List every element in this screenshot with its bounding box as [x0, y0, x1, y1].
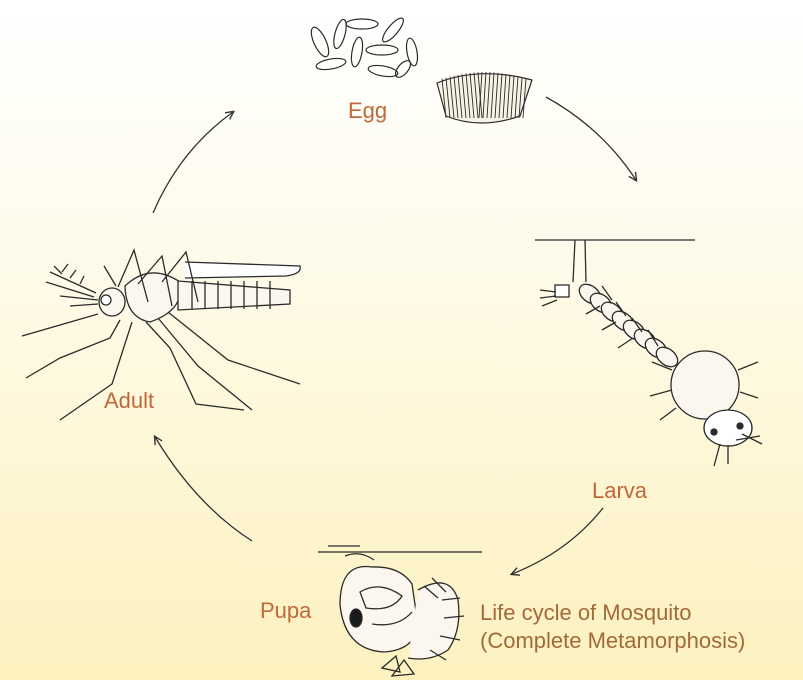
caption-line-1: Life cycle of Mosquito	[480, 599, 745, 627]
pupa-icon	[318, 546, 482, 676]
arrow-egg-to-larva	[546, 97, 636, 180]
arrow-larva-to-pupa	[512, 508, 603, 574]
stage-label-egg: Egg	[348, 100, 387, 122]
arrow-adult-to-egg	[153, 112, 233, 213]
stage-label-larva: Larva	[592, 480, 647, 502]
egg-cluster-icon	[308, 15, 420, 80]
arrow-pupa-to-adult	[155, 437, 252, 541]
mosquito-adult-icon	[22, 250, 300, 420]
stage-label-pupa: Pupa	[260, 600, 311, 622]
larva-icon	[535, 240, 762, 466]
caption-line-2: (Complete Metamorphosis)	[480, 627, 745, 655]
diagram-caption: Life cycle of Mosquito (Complete Metamor…	[480, 599, 745, 655]
egg-raft-icon	[437, 72, 532, 123]
stage-label-adult: Adult	[104, 390, 154, 412]
